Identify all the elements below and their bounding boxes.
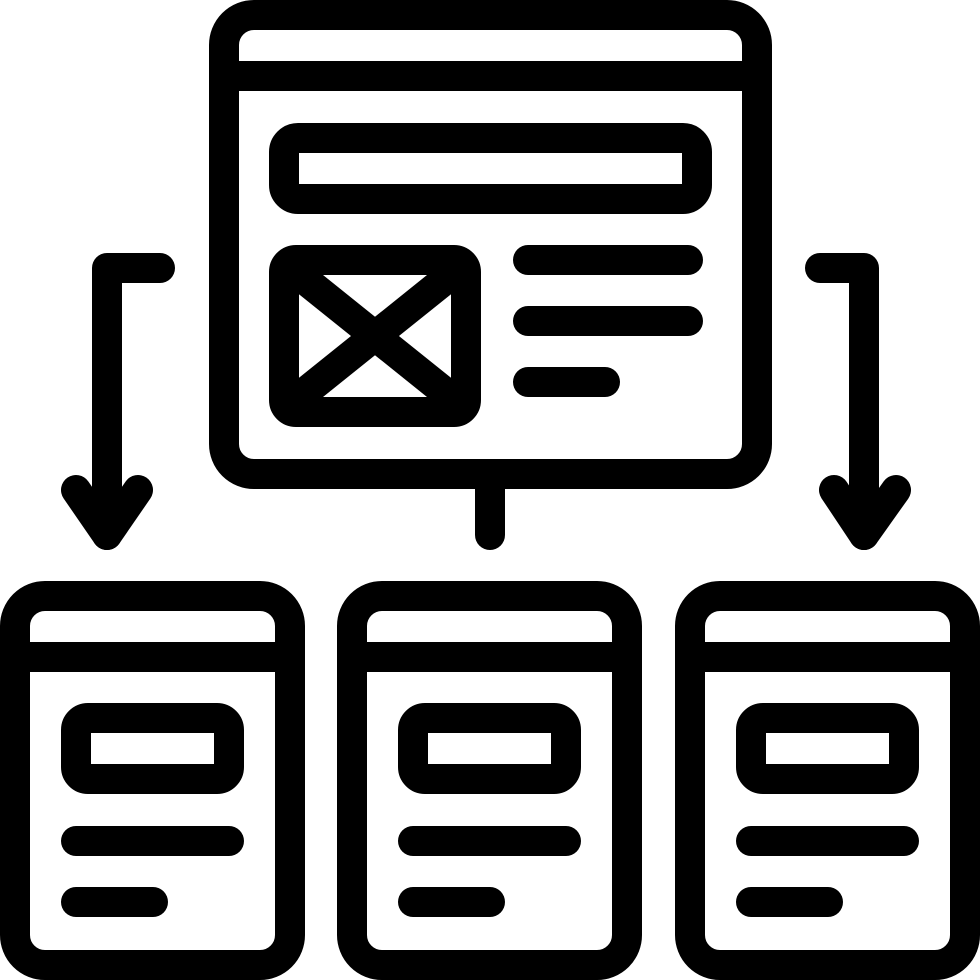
mobile-2-header-bar [398, 703, 581, 794]
mobile-2-frame [337, 581, 642, 980]
mobile-3-frame [675, 581, 980, 980]
arrow-down-right-icon [805, 253, 911, 550]
arrow-down-left-icon [61, 253, 175, 550]
image-placeholder-icon [269, 245, 481, 427]
mobile-1-header-bar [61, 703, 244, 794]
mobile-wireframe-1 [0, 581, 305, 980]
mobile-3-header-bar [736, 703, 919, 794]
mobile-1-frame [0, 581, 305, 980]
mobile-wireframe-3 [675, 581, 980, 980]
desktop-wireframe-window [209, 0, 772, 550]
mobile-wireframe-2 [337, 581, 642, 980]
desktop-header-bar [269, 123, 712, 214]
